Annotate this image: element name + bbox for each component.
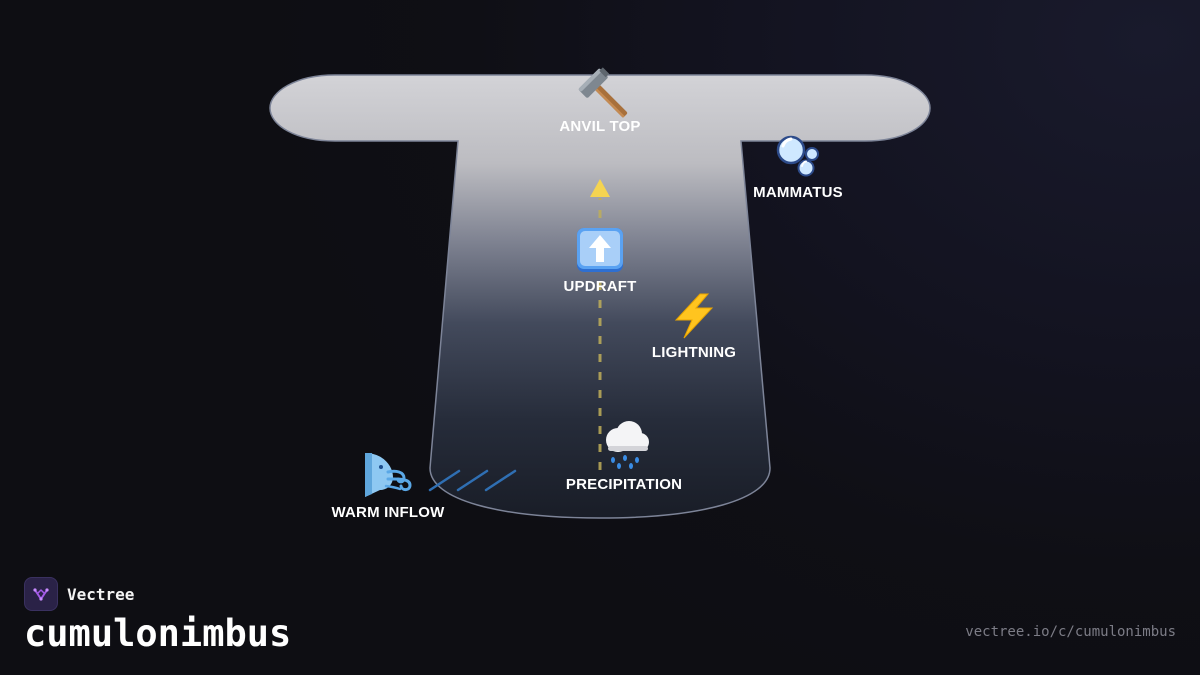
label-updraft: UPDRAFT: [563, 278, 637, 295]
hammer-icon: [578, 67, 628, 118]
label-mammatus: MAMMATUS: [753, 184, 843, 201]
label-warm-inflow: WARM INFLOW: [331, 504, 445, 521]
brand-name: Vectree: [67, 584, 135, 604]
bubbles-icon: [776, 135, 819, 177]
wind-icon: [365, 453, 412, 497]
updraft-arrowhead: [590, 179, 610, 197]
rain-cloud-icon: [606, 421, 649, 469]
vectree-logo-icon: [24, 577, 58, 611]
up-arrow-icon: [577, 228, 623, 272]
label-precipitation: PRECIPITATION: [565, 476, 683, 493]
inflow-streaks: [428, 469, 517, 492]
source-url: vectree.io/c/cumulonimbus: [965, 624, 1176, 640]
brand: Vectree: [24, 577, 134, 611]
page-title: cumulonimbus: [24, 612, 292, 655]
lightning-icon: [674, 293, 714, 339]
label-anvil-top: ANVIL TOP: [559, 118, 641, 135]
cloud-body: [269, 74, 931, 519]
label-lightning: LIGHTNING: [651, 344, 737, 361]
